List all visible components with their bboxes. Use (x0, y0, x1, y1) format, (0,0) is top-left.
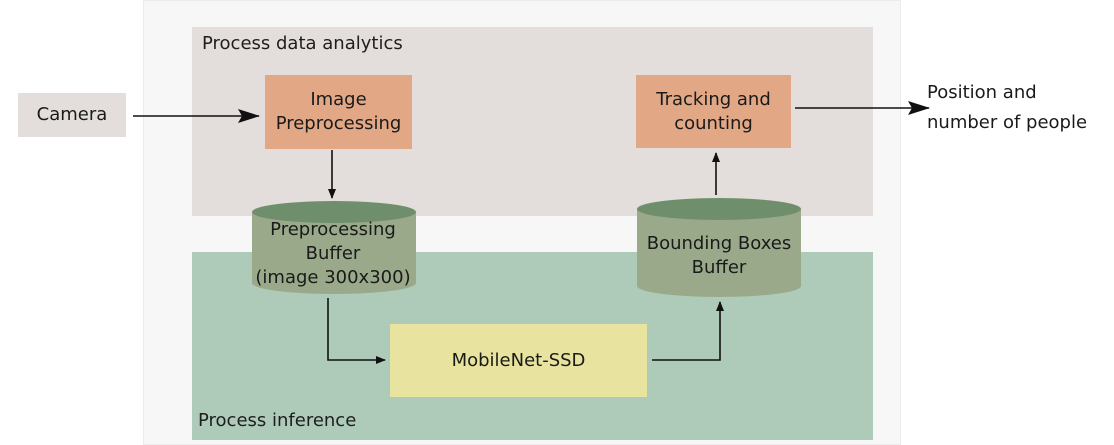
output-label-line1: Position and (927, 82, 1037, 103)
preprocessing-buffer-line2: Buffer (305, 243, 361, 264)
bounding-boxes-buffer-line1: Bounding Boxes (646, 233, 792, 254)
inference-region-label: Process inference (198, 410, 357, 431)
preprocessing-buffer-cylinder (252, 201, 416, 294)
image-preprocessing-node: Image Preprocessing (265, 75, 412, 149)
camera-node: Camera (18, 93, 126, 137)
tracking-label-line1: Tracking and (656, 88, 771, 110)
preprocessing-buffer-label: Preprocessing Buffer (image 300x300) (250, 217, 416, 291)
mobilenet-ssd-node: MobileNet-SSD (390, 324, 647, 397)
image-preprocessing-label-line2: Preprocessing (275, 113, 402, 134)
arrow-buffer-to-mobilenet (327, 298, 386, 364)
bounding-boxes-buffer-cylinder (637, 198, 801, 297)
analytics-region-label: Process data analytics (202, 33, 403, 54)
tracking-counting-node: Tracking and counting (636, 75, 791, 148)
preprocessing-buffer-line3: (image 300x300) (255, 267, 411, 288)
arrow-mobilenet-to-bbox-buffer (652, 301, 724, 361)
preprocessing-buffer-line1: Preprocessing (270, 219, 396, 240)
bounding-boxes-buffer-line2: Buffer (691, 257, 747, 278)
tracking-label-line2: counting (674, 112, 753, 134)
bounding-boxes-buffer-label: Bounding Boxes Buffer (636, 219, 802, 293)
output-label-line2: number of people (927, 112, 1088, 133)
image-preprocessing-label-line1: Image (310, 89, 367, 110)
output-label: Position and number of people (927, 78, 1114, 138)
